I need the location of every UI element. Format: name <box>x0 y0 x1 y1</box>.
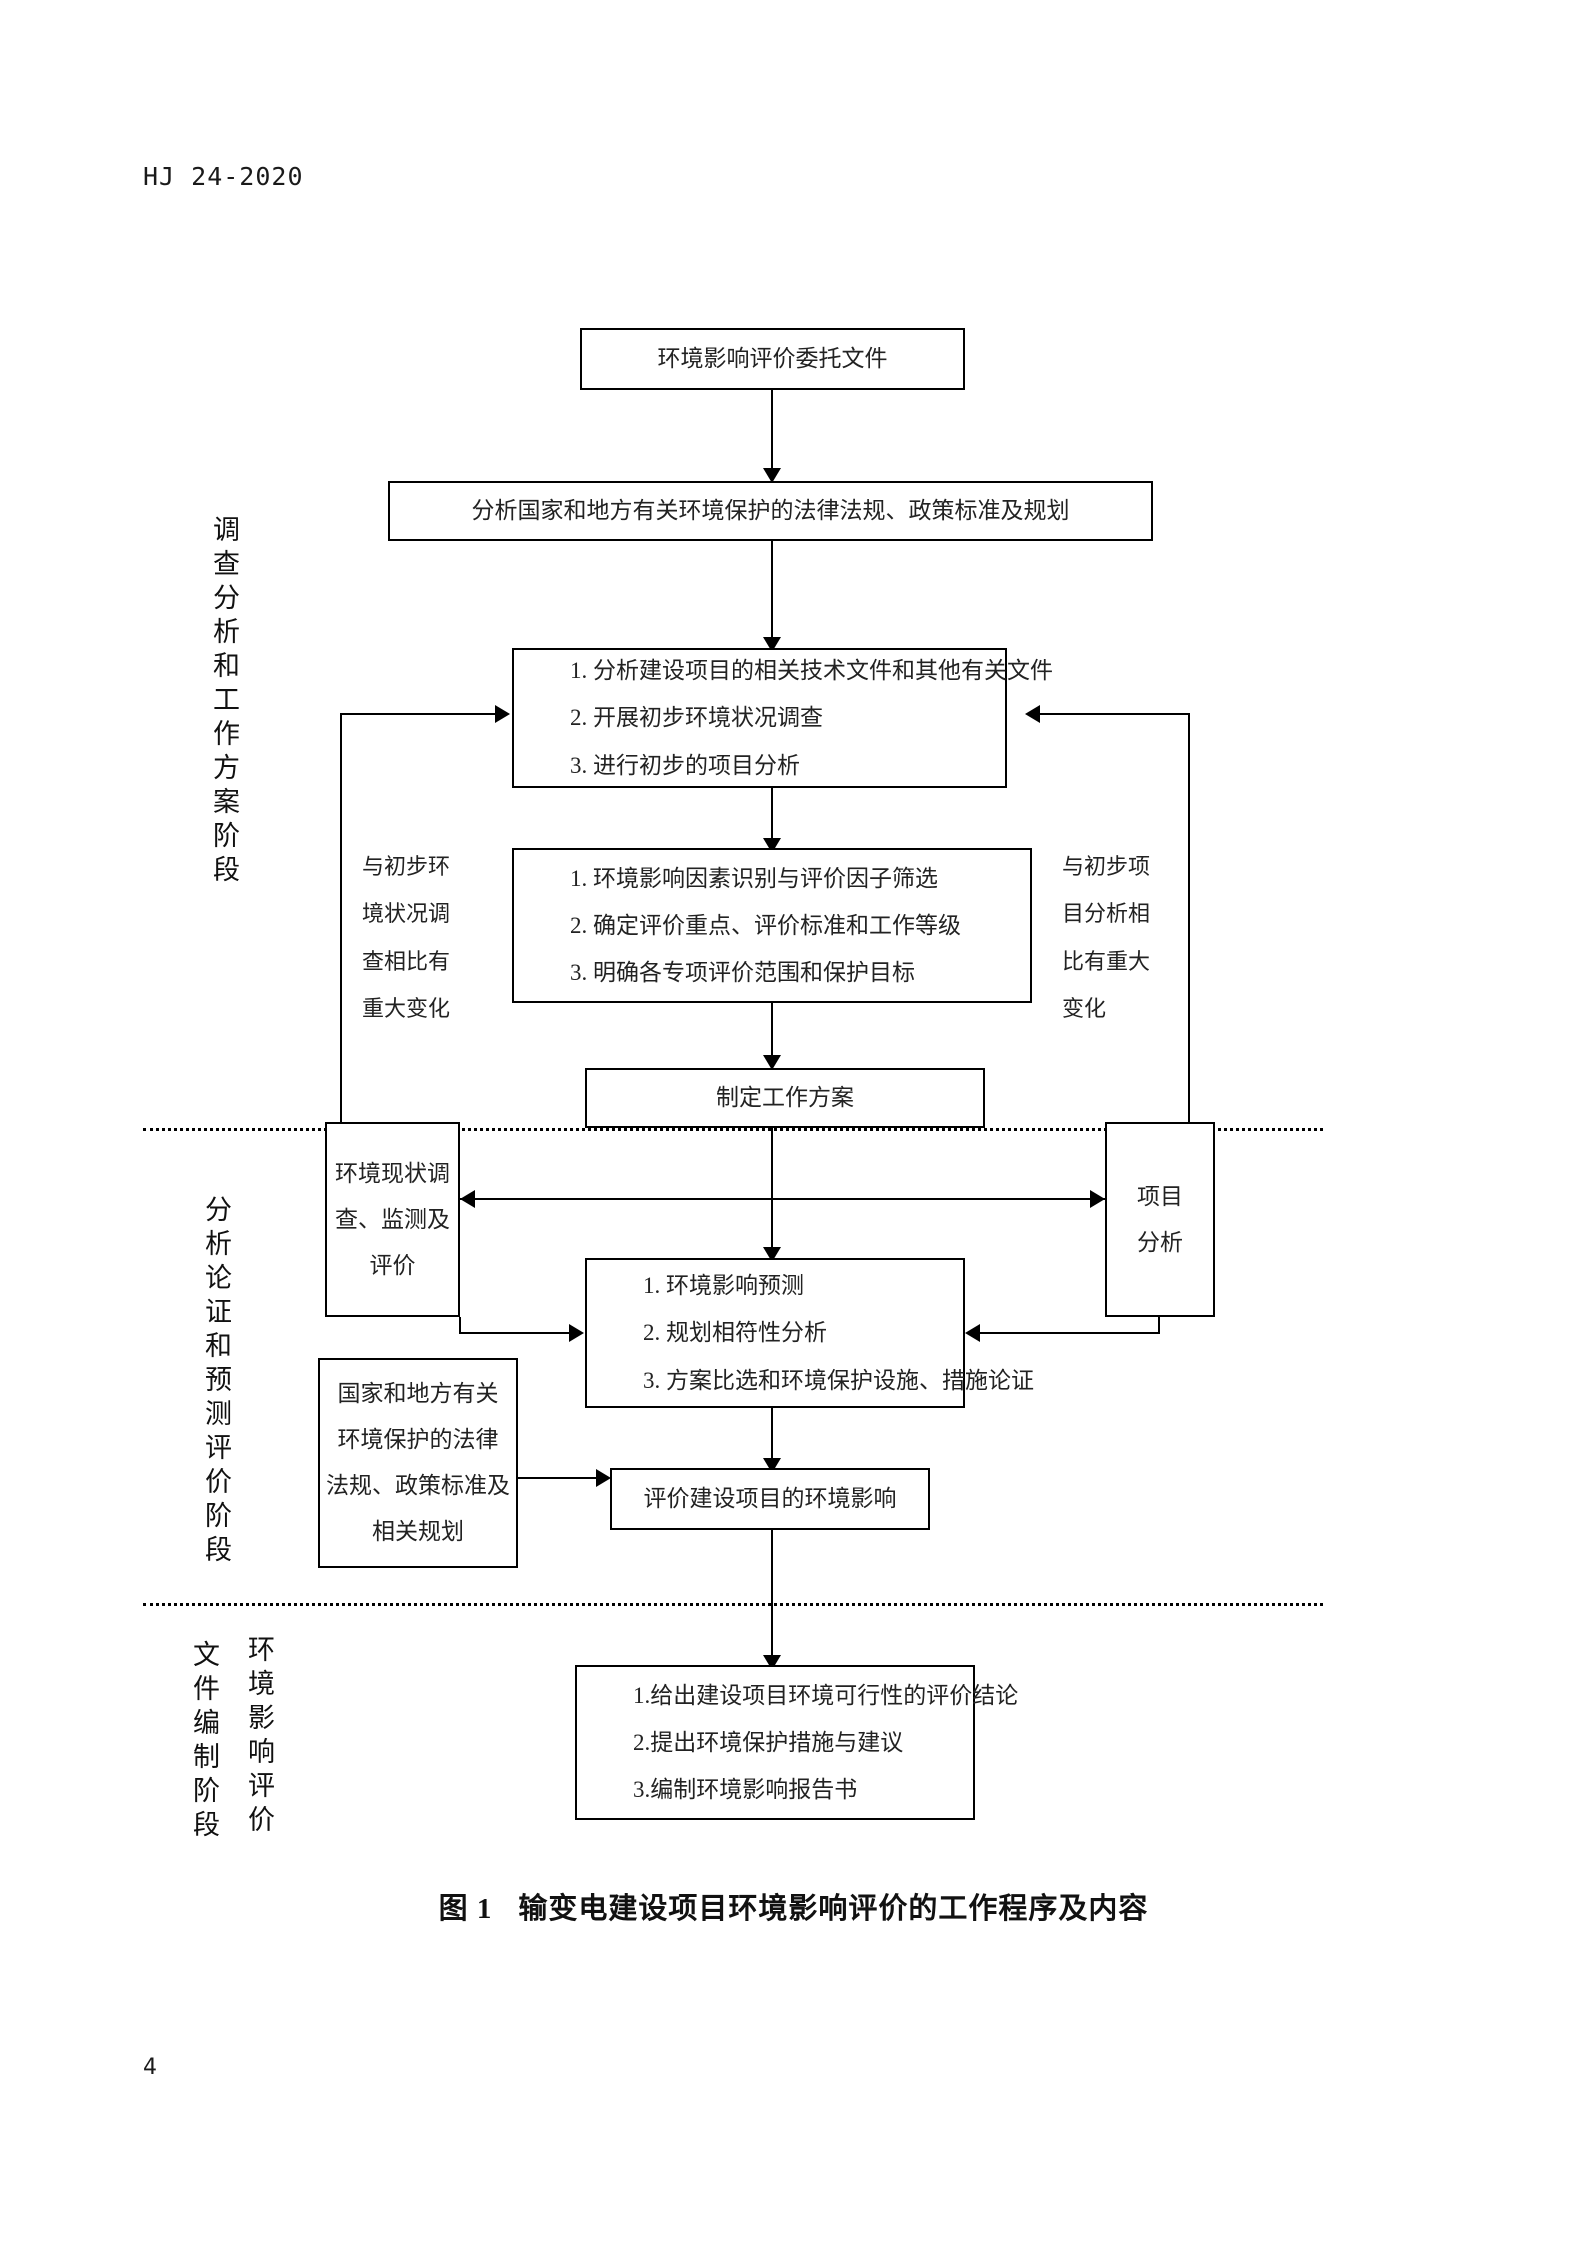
node-commission[interactable]: 环境影响评价委托文件 <box>580 328 965 390</box>
feedback-left-top-horizontal <box>340 713 495 715</box>
annotation-left-line-3: 查相比有 <box>362 948 451 974</box>
node-preliminary-item-2: 2. 开展初步环境状况调查 <box>570 705 823 731</box>
node-factors[interactable]: 1. 环境影响因素识别与评价因子筛选 2. 确定评价重点、评价标准和工作等级 3… <box>512 848 1032 1003</box>
node-preliminary-item-1: 1. 分析建设项目的相关技术文件和其他有关文件 <box>570 658 1053 684</box>
node-evaluate-impact-text: 评价建设项目的环境影响 <box>643 1486 897 1512</box>
arrowhead-down-plan <box>763 1055 781 1070</box>
page-number: 4 <box>143 2055 157 2080</box>
node-project-analysis[interactable]: 项目 分析 <box>1105 1122 1215 1317</box>
annotation-right-line-4: 变化 <box>1062 995 1107 1021</box>
node-project-analysis-line-1: 项目 <box>1137 1183 1183 1209</box>
node-prediction[interactable]: 1. 环境影响预测 2. 规划相符性分析 3. 方案比选和环境保护设施、措施论证 <box>585 1258 1034 1408</box>
node-status-survey[interactable]: 环境现状调 查、监测及 评价 <box>325 1122 460 1317</box>
node-conclusion[interactable]: 1.给出建设项目环境可行性的评价结论 2.提出环境保护措施与建议 3.编制环境影… <box>575 1665 1019 1820</box>
node-factors-item-2: 2. 确定评价重点、评价标准和工作等级 <box>570 912 961 938</box>
connector-preliminary-to-factors <box>771 788 773 848</box>
figure-caption: 图 1 输变电建设项目环境影响评价的工作程序及内容 <box>0 1885 1587 1927</box>
connector-survey-drop <box>459 1317 461 1333</box>
node-legal-basis-line-4: 相关规划 <box>372 1519 464 1544</box>
connector-project-to-prediction <box>980 1332 1160 1334</box>
connector-laws-to-preliminary <box>771 541 773 646</box>
arrowhead-left-prediction-right <box>965 1324 980 1342</box>
node-prediction-item-1: 1. 环境影响预测 <box>643 1273 804 1299</box>
node-project-analysis-line-2: 分析 <box>1137 1229 1183 1255</box>
arrowhead-right-preliminary <box>495 705 510 723</box>
annotation-right-feedback: 与初步项 目分析相 比有重大 变化 <box>1062 843 1150 1032</box>
stage-label-investigation: 调查分析和工作方案阶段 <box>209 515 239 889</box>
node-laws-analysis[interactable]: 分析国家和地方有关环境保护的法律法规、政策标准及规划 <box>388 481 1153 541</box>
stage-label-eia: 环境影响评价 <box>244 1635 274 1839</box>
annotation-right-line-3: 比有重大 <box>1062 948 1151 974</box>
figure-caption-label: 图 1 <box>438 1893 493 1925</box>
annotation-right-line-1: 与初步项 <box>1062 854 1151 879</box>
connector-project-drop <box>1158 1317 1160 1333</box>
connector-survey-to-project <box>460 1198 1105 1200</box>
feedback-left-vertical <box>340 713 342 1143</box>
connector-evaluate-to-conclusion <box>771 1530 773 1665</box>
node-conclusion-item-3: 3.编制环境影响报告书 <box>633 1777 858 1803</box>
node-legal-basis-line-1: 国家和地方有关 <box>337 1381 499 1406</box>
arrowhead-right-prediction-left <box>569 1324 584 1342</box>
stage-label-document: 文件编制阶段 <box>189 1640 219 1844</box>
node-preliminary-item-3: 3. 进行初步的项目分析 <box>570 752 800 778</box>
node-conclusion-item-1: 1.给出建设项目环境可行性的评价结论 <box>633 1682 1019 1708</box>
arrowhead-right-evaluate <box>596 1469 611 1487</box>
node-work-plan-text: 制定工作方案 <box>716 1085 854 1111</box>
node-preliminary[interactable]: 1. 分析建设项目的相关技术文件和其他有关文件 2. 开展初步环境状况调查 3.… <box>512 648 1053 788</box>
node-conclusion-item-2: 2.提出环境保护措施与建议 <box>633 1729 904 1755</box>
connector-plan-to-prediction <box>771 1128 773 1263</box>
page-header: HJ 24-2020 <box>143 162 304 191</box>
connector-factors-to-plan <box>771 1003 773 1065</box>
node-legal-basis-line-3: 法规、政策标准及 <box>326 1473 510 1498</box>
node-evaluate-impact[interactable]: 评价建设项目的环境影响 <box>610 1468 930 1530</box>
node-factors-item-1: 1. 环境影响因素识别与评价因子筛选 <box>570 865 938 891</box>
annotation-left-line-4: 重大变化 <box>362 995 451 1021</box>
arrowhead-right-project-analysis <box>1090 1190 1105 1208</box>
connector-commission-to-laws <box>771 390 773 475</box>
node-status-survey-line-2: 查、监测及 <box>335 1206 450 1232</box>
node-prediction-item-3: 3. 方案比选和环境保护设施、措施论证 <box>643 1367 1034 1393</box>
arrowhead-left-status-survey <box>460 1190 475 1208</box>
arrowhead-down-laws <box>763 468 781 483</box>
annotation-right-line-2: 目分析相 <box>1062 901 1151 927</box>
figure-caption-title: 输变电建设项目环境影响评价的工作程序及内容 <box>518 1893 1149 1925</box>
arrowhead-left-preliminary <box>1025 705 1040 723</box>
stage-divider-2 <box>143 1603 1323 1606</box>
feedback-right-vertical <box>1188 713 1190 1143</box>
connector-legal-to-evaluate <box>518 1477 598 1479</box>
connector-prediction-to-evaluate <box>771 1408 773 1468</box>
node-status-survey-line-3: 评价 <box>369 1252 416 1278</box>
connector-survey-to-prediction <box>459 1332 571 1334</box>
node-prediction-item-2: 2. 规划相符性分析 <box>643 1320 827 1346</box>
node-work-plan[interactable]: 制定工作方案 <box>585 1068 985 1128</box>
annotation-left-line-2: 境状况调 <box>362 901 451 927</box>
annotation-left-line-1: 与初步环 <box>362 854 451 879</box>
node-legal-basis[interactable]: 国家和地方有关 环境保护的法律 法规、政策标准及 相关规划 <box>318 1358 518 1568</box>
node-commission-text: 环境影响评价委托文件 <box>657 346 888 372</box>
node-legal-basis-line-2: 环境保护的法律 <box>337 1427 499 1452</box>
feedback-right-top-horizontal <box>1040 713 1190 715</box>
node-factors-item-3: 3. 明确各专项评价范围和保护目标 <box>570 960 915 986</box>
node-status-survey-line-1: 环境现状调 <box>335 1160 450 1186</box>
annotation-left-feedback: 与初步环 境状况调 查相比有 重大变化 <box>362 843 450 1032</box>
node-laws-analysis-text: 分析国家和地方有关环境保护的法律法规、政策标准及规划 <box>471 498 1070 524</box>
stage-label-analysis: 分析论证和预测评价阶段 <box>201 1195 231 1569</box>
stage-divider-1 <box>143 1128 1323 1131</box>
